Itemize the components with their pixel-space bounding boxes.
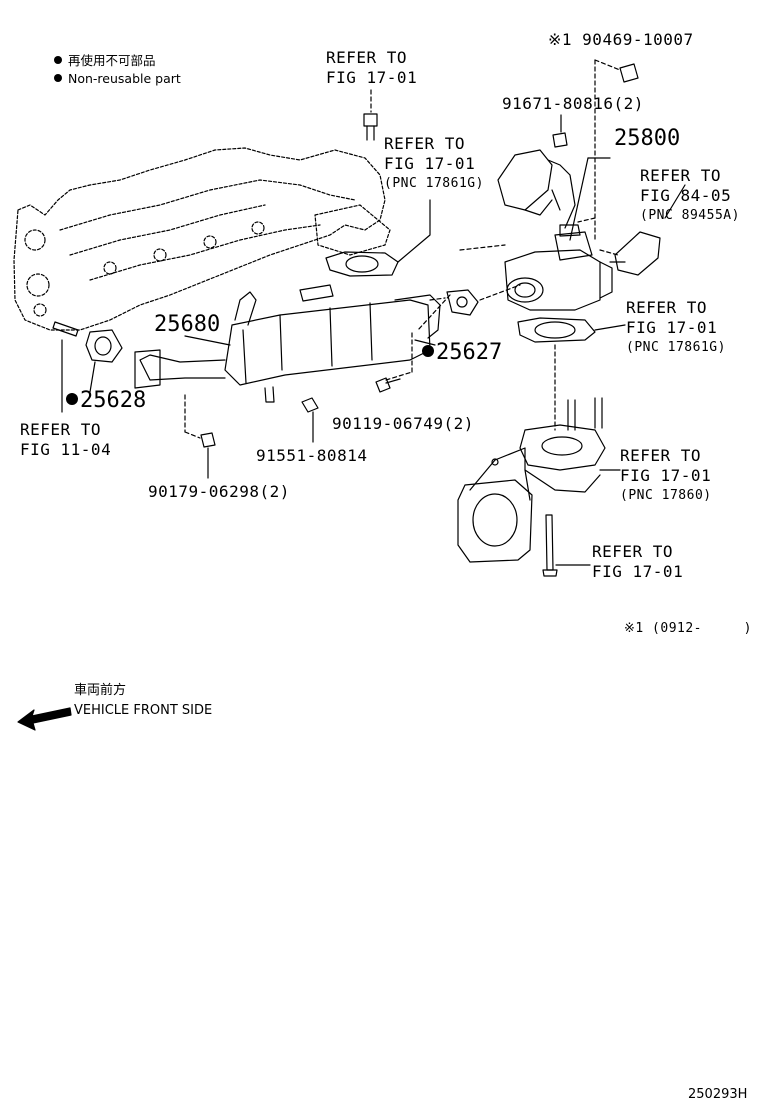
gasket-17861g-lower bbox=[517, 317, 596, 343]
top-bolt bbox=[363, 113, 378, 141]
gasket-17861g-upper bbox=[325, 251, 399, 277]
part-25627[interactable]: 25627 bbox=[422, 340, 502, 366]
bolt-91671 bbox=[552, 132, 568, 148]
gasket-25628 bbox=[85, 329, 123, 363]
nut-90179 bbox=[200, 432, 216, 448]
part-25800[interactable]: 25800 bbox=[614, 126, 681, 151]
non-reusable-mark-icon bbox=[66, 393, 78, 405]
stud-11-04 bbox=[52, 321, 79, 337]
part-90469[interactable]: ※1 90469-10007 bbox=[548, 30, 694, 49]
legend-jp: 再使用不可部品 bbox=[54, 52, 156, 69]
egr-cooler-25680 bbox=[134, 284, 441, 403]
part-91551[interactable]: 91551-80814 bbox=[256, 446, 368, 465]
non-reusable-mark-icon bbox=[422, 345, 434, 357]
egr-valve-25800 bbox=[497, 149, 613, 311]
part-91671[interactable]: 91671-80816(2) bbox=[502, 94, 644, 113]
direction-label-jp: 車両前方 bbox=[74, 683, 127, 698]
bullet-icon bbox=[54, 56, 62, 64]
date-note: ※1 (0912- ) bbox=[624, 621, 752, 636]
direction-label-en: VEHICLE FRONT SIDE bbox=[74, 703, 213, 718]
diagram-id: 250293H bbox=[688, 1087, 748, 1102]
exhaust-pipe-17860 bbox=[457, 397, 606, 563]
part-25680[interactable]: 25680 bbox=[154, 312, 221, 337]
intake-manifold-outline bbox=[13, 147, 391, 331]
gasket-25627 bbox=[446, 289, 479, 316]
vehicle-front-arrow bbox=[17, 707, 72, 731]
long-bolt-bottom bbox=[542, 514, 558, 577]
bullet-icon bbox=[54, 74, 62, 82]
egr-position-sensor bbox=[609, 231, 661, 276]
part-25628[interactable]: 25628 bbox=[66, 388, 146, 414]
bolt-91551 bbox=[301, 397, 319, 413]
part-90119[interactable]: 90119-06749(2) bbox=[332, 414, 474, 433]
part-90179[interactable]: 90179-06298(2) bbox=[148, 482, 290, 501]
legend-en: Non-reusable part bbox=[54, 70, 181, 87]
bolt-90119 bbox=[375, 377, 401, 393]
clip-90469 bbox=[619, 63, 639, 83]
